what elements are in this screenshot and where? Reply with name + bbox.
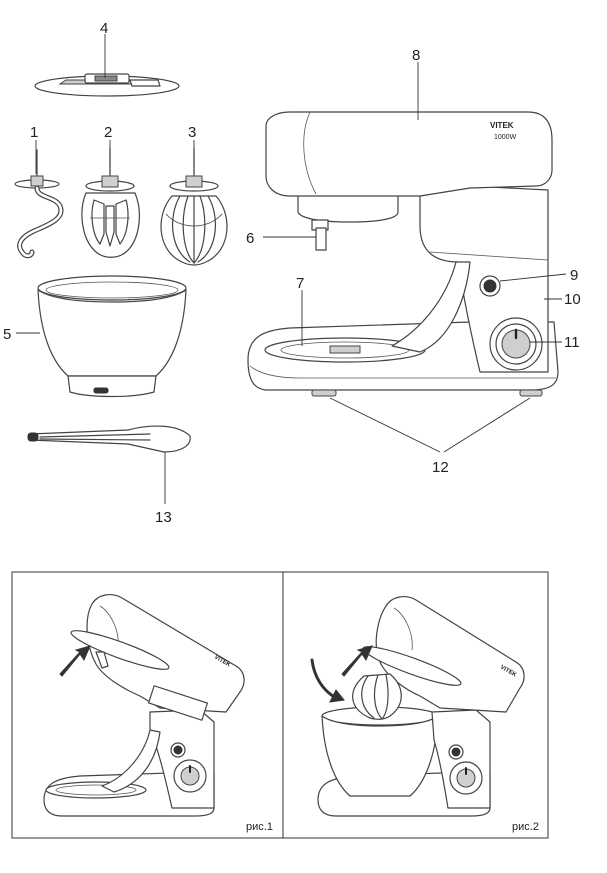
- callout-13: 13: [155, 509, 172, 526]
- figure-1-illustration: [43, 594, 245, 817]
- figure-2-label: рис.2: [512, 821, 539, 833]
- callout-8: 8: [412, 47, 420, 64]
- brand-model: 1000W: [494, 134, 517, 141]
- flat-beater: [81, 147, 140, 258]
- splash-lid: [34, 73, 180, 97]
- callout-11: 11: [564, 334, 580, 351]
- callout-3: 3: [188, 124, 196, 141]
- figure-frame: [11, 571, 549, 839]
- whisk: [160, 147, 228, 266]
- spatula: [27, 425, 191, 453]
- callout-12: 12: [432, 459, 449, 476]
- mixing-bowl: [37, 275, 187, 398]
- callout-2: 2: [104, 124, 112, 141]
- figure-2-illustration: [310, 596, 525, 817]
- callout-9: 9: [570, 267, 578, 284]
- brand-logo: VITEK: [490, 121, 514, 130]
- dough-hook: [14, 149, 64, 259]
- callout-6: 6: [246, 230, 254, 247]
- callout-5: 5: [3, 326, 11, 343]
- figure-1-label: рис.1: [246, 821, 273, 833]
- callout-10: 10: [564, 291, 581, 308]
- callout-7: 7: [296, 275, 304, 292]
- callout-1: 1: [30, 124, 38, 141]
- callout-4: 4: [100, 20, 108, 37]
- stand-mixer-main: [247, 111, 559, 397]
